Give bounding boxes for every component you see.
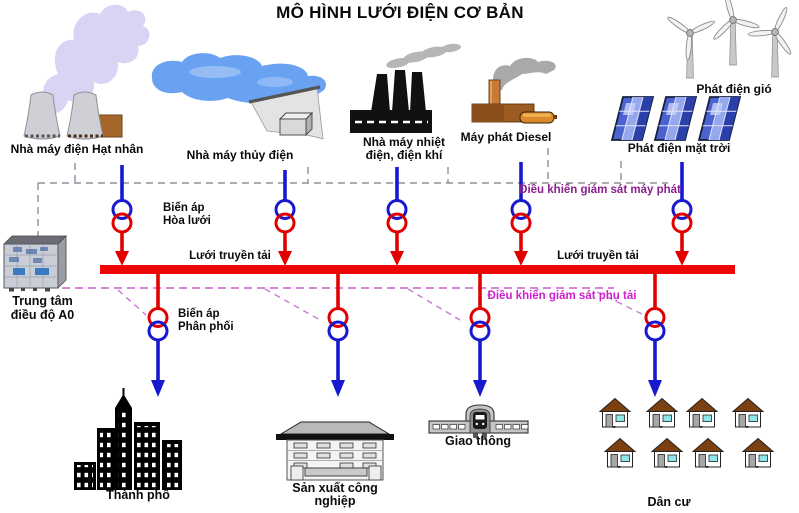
control-center-icon [3,235,67,292]
hydro-plant-icon [151,53,327,140]
diesel-generator-label: Máy phát Diesel [460,130,552,144]
solar-power-label: Phát điện mặt trời [627,141,731,155]
distribution-feeders [147,273,666,397]
diesel-generator-icon [471,57,557,124]
control-center-label: Trung tâm điều độ A0 [10,294,75,322]
city-label: Thành phố [106,488,170,502]
transmission-grid-label-left: Lưới truyền tải [189,250,271,262]
generator-supervision-label: Điều khiển giám sát máy phát [519,184,681,196]
industry-label: Sản xuất công nghiệp [292,481,378,508]
wind-power-label: Phát điện gió [696,82,772,96]
thermal-plant-label: Nhà máy nhiệt điện, điện khí [362,135,446,162]
distribution-transformer-label: Biến áp Phân phối [178,308,234,333]
transport-label: Giao thông [445,434,511,448]
transport-icon [428,404,529,438]
nuclear-plant-icon [23,4,150,140]
page-title: MÔ HÌNH LƯỚI ĐIỆN CƠ BẢN [276,3,524,22]
industry-icon [276,421,394,481]
grid-tie-transformer-label: Biến áp Hòa lưới [163,202,211,227]
city-icon [74,388,182,490]
solar-panels-icon [611,96,741,141]
transmission-grid-label-right: Lưới truyền tải [557,250,639,262]
grid-tie-connections [111,162,693,266]
residential-icon [599,398,774,469]
generator-supervision-lines [37,148,668,237]
wind-turbines-icon [665,0,794,79]
load-supervision-label: Điều khiển giám sát phụ tải [487,290,637,302]
residential-label: Dân cư [647,495,691,509]
hydro-plant-label: Nhà máy thủy điện [186,148,294,162]
transmission-bus [100,265,735,274]
thermal-plant-icon [350,43,461,133]
nuclear-plant-label: Nhà máy điện Hạt nhân [10,142,144,156]
